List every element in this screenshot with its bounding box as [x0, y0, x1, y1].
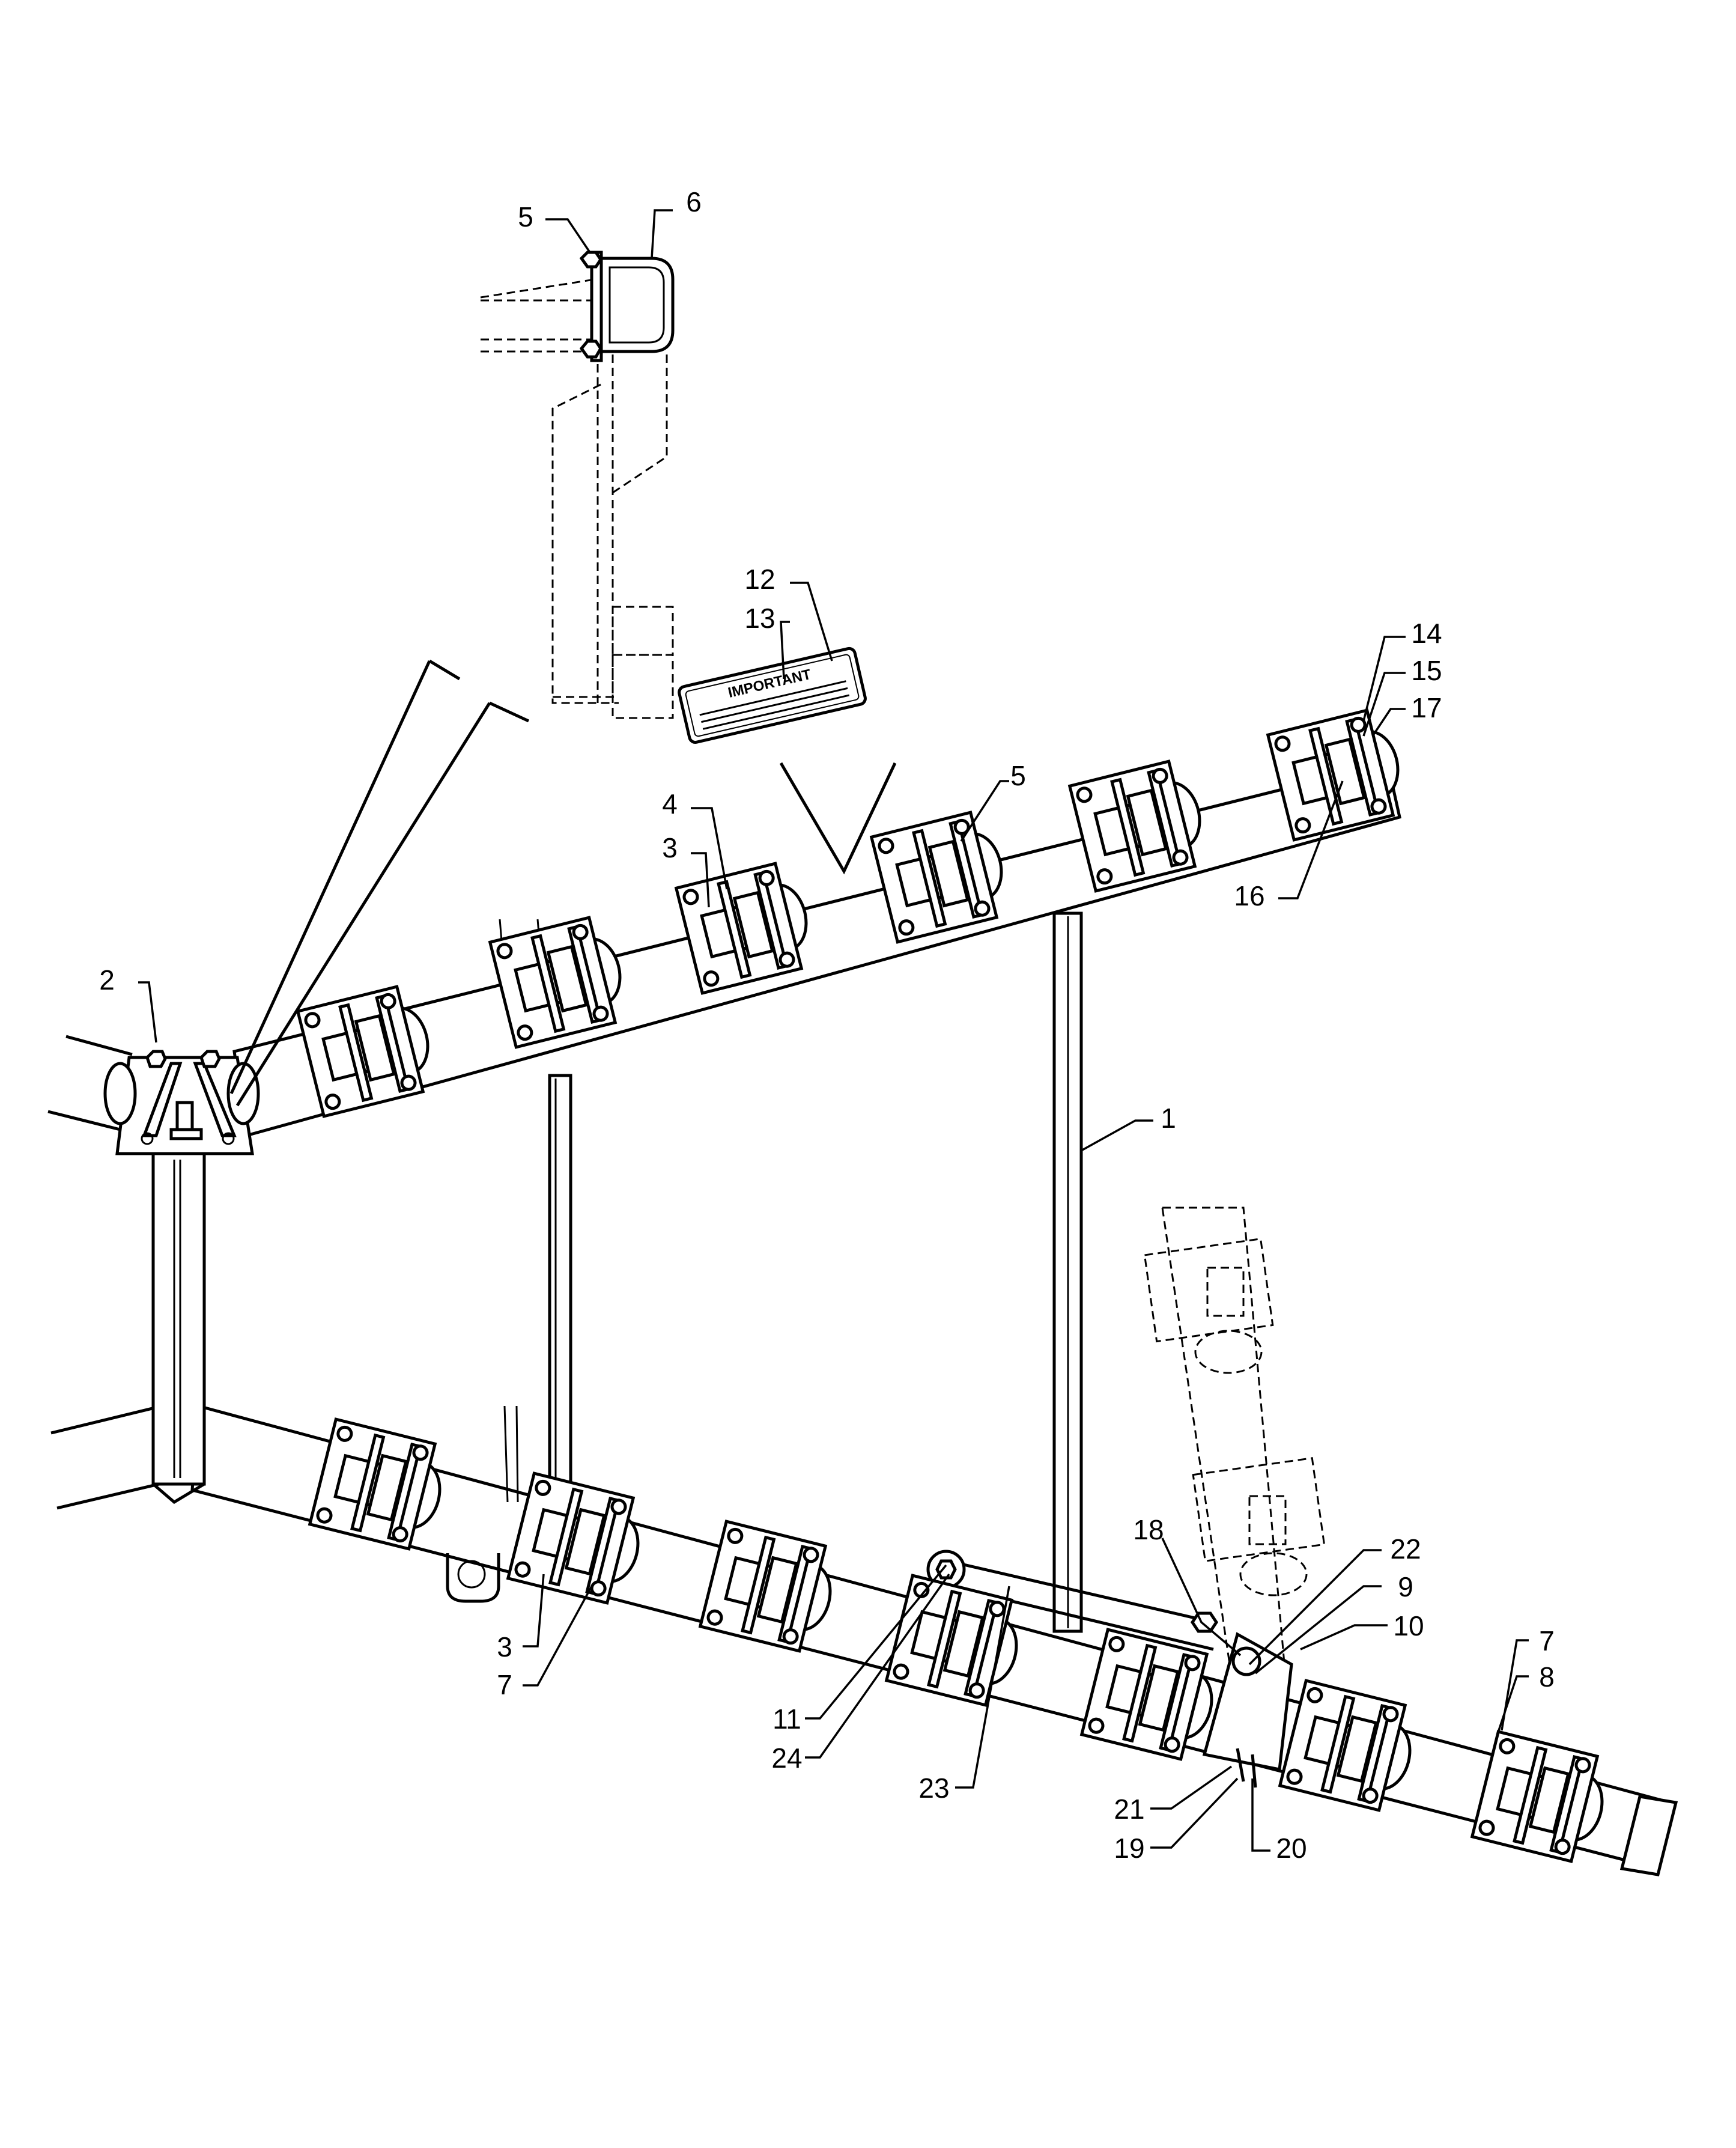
callout-23: 23 — [918, 1772, 949, 1804]
clamp-assembly — [1278, 1679, 1412, 1812]
callout-7a: 7 — [1539, 1625, 1555, 1657]
clamp-bolt — [535, 1479, 551, 1496]
clamp-bolt — [1499, 1738, 1516, 1754]
clamp-bolt — [496, 943, 513, 960]
clamp-assembly — [506, 1471, 640, 1605]
callout-16: 16 — [1234, 880, 1264, 911]
clamp-assemblies — [296, 708, 1604, 1863]
clamp-bolt — [1307, 1687, 1323, 1703]
clamp-bolt — [324, 1094, 341, 1110]
clamp-bolt — [1286, 1768, 1303, 1785]
clamp-bolt — [682, 889, 699, 905]
clamp-bolt — [898, 919, 915, 936]
clamp-bolt — [1362, 1787, 1379, 1804]
clamp-bolt — [304, 1012, 321, 1029]
clamp-bolt — [803, 1547, 819, 1563]
clamp-bolt — [1294, 817, 1311, 834]
clamp-assembly — [308, 1417, 442, 1551]
callout-3b: 3 — [497, 1631, 512, 1663]
callout-4: 4 — [662, 788, 678, 820]
clamp-bolt — [392, 1526, 408, 1543]
clamp-bolt — [703, 970, 720, 987]
clamp-bolt — [758, 869, 775, 886]
clamp-assembly — [1266, 708, 1400, 842]
callout-12: 12 — [744, 564, 775, 595]
clamp-bolt — [1164, 1736, 1180, 1753]
clamp-bolt — [706, 1609, 723, 1626]
center-hub — [103, 659, 530, 1155]
clamp-bolt — [1554, 1839, 1571, 1855]
leader-lines — [138, 209, 1529, 1852]
clamp-bolt — [380, 993, 396, 1009]
clamp-bolt — [336, 1425, 353, 1442]
clamp-bolt — [1172, 849, 1189, 866]
callout-6: 6 — [686, 186, 702, 218]
clamp-assembly — [1067, 759, 1201, 893]
clamp-bolt — [968, 1682, 985, 1699]
callout-21: 21 — [1114, 1794, 1144, 1825]
callout-10: 10 — [1393, 1610, 1424, 1641]
clamp-bolt — [514, 1561, 531, 1578]
callout-18: 18 — [1133, 1514, 1164, 1545]
clamp-assembly — [488, 916, 622, 1049]
clamp-bolt — [989, 1601, 1006, 1617]
callout-labels: 5 6 12 13 14 15 17 16 5 4 3 2 1 18 22 9 … — [99, 186, 1555, 1864]
clamp-assembly — [296, 985, 429, 1118]
callout-13: 13 — [744, 603, 775, 634]
clamp-bolt — [1478, 1819, 1495, 1836]
callout-5a: 5 — [518, 201, 533, 233]
clamp-bolt — [412, 1444, 429, 1461]
callout-7b: 7 — [497, 1669, 512, 1700]
callout-19: 19 — [1114, 1833, 1144, 1864]
clamp-bolt — [316, 1507, 333, 1524]
callout-22: 22 — [1390, 1533, 1421, 1565]
clamp-bolt — [727, 1527, 744, 1544]
callout-2: 2 — [99, 964, 115, 996]
callout-17: 17 — [1411, 692, 1442, 723]
clamp-bolt — [572, 923, 589, 940]
clamp-bolt — [1382, 1706, 1399, 1723]
clamp-bolt — [517, 1024, 533, 1041]
clamp-bolt — [592, 1005, 609, 1022]
clamp-bolt — [953, 818, 970, 835]
clamp-bolt — [1350, 716, 1367, 733]
clamp-bolt — [1108, 1635, 1125, 1652]
clamp-bolt — [893, 1663, 909, 1680]
callout-5b: 5 — [1010, 760, 1026, 791]
callout-3a: 3 — [662, 832, 678, 863]
detail-view-bracket — [480, 251, 675, 719]
callout-8: 8 — [1539, 1661, 1555, 1693]
clamp-bolt — [1274, 735, 1291, 752]
clamp-bolt — [782, 1628, 799, 1645]
clamp-assembly — [698, 1520, 832, 1653]
clamp-assembly — [884, 1574, 1018, 1707]
callout-15: 15 — [1411, 655, 1442, 686]
callout-14: 14 — [1411, 618, 1442, 649]
clamp-bolt — [1184, 1655, 1201, 1672]
callout-9: 9 — [1398, 1571, 1413, 1602]
main-frame — [47, 761, 1678, 1876]
clamp-bolt — [1370, 798, 1387, 815]
important-decal: IMPORTANT — [678, 647, 867, 744]
clamp-bolt — [590, 1580, 607, 1597]
callout-11: 11 — [772, 1703, 801, 1735]
clamp-assembly — [1079, 1628, 1213, 1761]
clamp-bolt — [1574, 1757, 1591, 1774]
clamp-bolt — [610, 1498, 627, 1515]
clamp-bolt — [878, 838, 894, 854]
clamp-bolt — [974, 900, 991, 917]
callout-20: 20 — [1276, 1833, 1307, 1864]
callout-1: 1 — [1161, 1103, 1176, 1134]
clamp-bolt — [778, 951, 795, 968]
clamp-bolt — [1096, 868, 1113, 885]
clamp-bolt — [1152, 767, 1168, 784]
clamp-bolt — [400, 1074, 417, 1091]
clamp-bolt — [1076, 786, 1093, 803]
clamp-assembly — [869, 811, 1003, 944]
clamp-assembly — [1470, 1730, 1604, 1863]
clamp-bolt — [1088, 1717, 1105, 1734]
callout-24: 24 — [771, 1742, 802, 1774]
